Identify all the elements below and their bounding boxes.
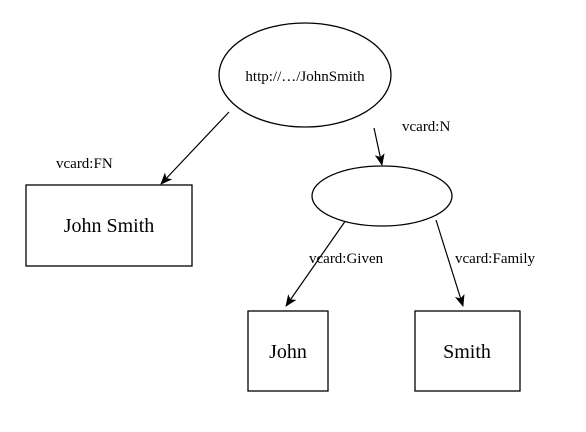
edge-label-fn: vcard:FN <box>56 156 113 172</box>
node-given-label: John <box>269 341 307 363</box>
edge-given: vcard:Given <box>285 219 384 307</box>
edge-label-n: vcard:N <box>402 119 450 135</box>
node-family-label: Smith <box>443 341 491 363</box>
edge-family: vcard:Family <box>435 219 535 307</box>
node-family: Smith <box>414 310 521 392</box>
edge-label-given: vcard:Given <box>309 251 384 267</box>
edge-label-family: vcard:Family <box>455 251 535 267</box>
node-resource: http://…/JohnSmith <box>218 22 392 128</box>
node-resource-label: http://…/JohnSmith <box>245 69 365 85</box>
node-full-name: John Smith <box>25 184 193 267</box>
edge-fn: vcard:FN <box>56 111 230 185</box>
node-blank <box>311 165 453 227</box>
node-full-name-label: John Smith <box>64 215 155 237</box>
node-given: John <box>247 310 329 392</box>
edge-n: vcard:N <box>373 119 450 166</box>
